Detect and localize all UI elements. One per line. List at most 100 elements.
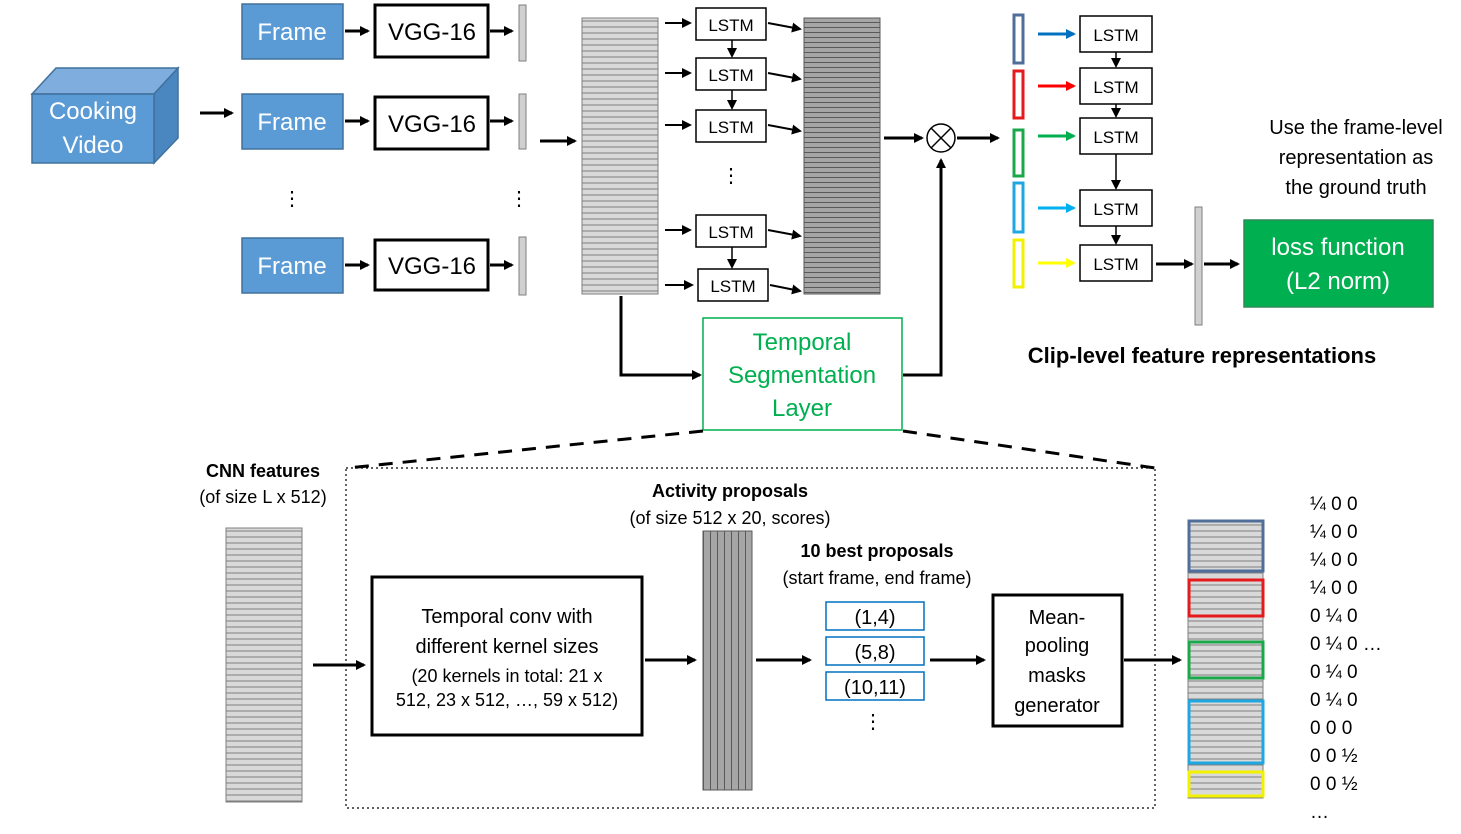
clip-mask-1 — [1187, 519, 1265, 573]
lstm-label: LSTM — [708, 16, 753, 35]
zoom-line-left — [347, 429, 704, 470]
clip-level-title: Clip-level feature representations — [1028, 343, 1376, 368]
clip-mask-4 — [1187, 699, 1265, 765]
lstm-ellipsis: ⋮ — [721, 165, 741, 187]
lstm-output-stack — [803, 17, 881, 295]
mask-value-row: 0 ¼ 0 — [1310, 662, 1358, 683]
lstm-label: LSTM — [708, 223, 753, 242]
lstm-cell — [695, 57, 767, 91]
cnn-feature-stack — [581, 17, 659, 295]
loss-label-1: loss function — [1271, 234, 1404, 261]
best-proposals-list: (1,4) (5,8) (10,11) ⋮ — [825, 601, 925, 733]
clip-lstm-label: LSTM — [1093, 78, 1138, 97]
frame-label: Frame — [257, 19, 326, 46]
arrow-out-lstm — [767, 22, 802, 33]
proposal-item: (5,8) — [854, 642, 895, 664]
mask-value-row: 0 ¼ 0 — [1310, 606, 1358, 627]
arrow-out-lstm — [767, 229, 802, 240]
frames-ellipsis: ⋮ — [282, 188, 302, 210]
mean-pooling-label-3: masks — [1028, 665, 1086, 687]
feature-vector — [518, 236, 527, 296]
frame-row-2: Frame VGG-16 — [241, 93, 527, 151]
clip-mask-2 — [1187, 578, 1265, 618]
mean-pooling-label-4: generator — [1014, 695, 1100, 717]
frame-row-3: Frame VGG-16 — [241, 236, 527, 296]
vgg16-label: VGG-16 — [388, 111, 476, 138]
clip-lstm-label: LSTM — [1093, 26, 1138, 45]
lstm-label: LSTM — [708, 118, 753, 137]
multiply-node — [926, 123, 956, 153]
arrow-out-lstm — [767, 124, 802, 135]
proposal-item: (1,4) — [854, 607, 895, 629]
temporal-conv-label-2: different kernel sizes — [415, 636, 598, 658]
activity-proposals-title: Activity proposals — [652, 481, 808, 501]
loss-label-2: (L2 norm) — [1286, 268, 1390, 295]
mask-value-row: 0 ¼ 0 — [1310, 690, 1358, 711]
cooking-video-label-2: Video — [63, 132, 124, 159]
frame-box — [241, 3, 344, 60]
lstm-label: LSTM — [710, 277, 755, 296]
mask-value-row: 0 ¼ 0 … — [1310, 634, 1382, 655]
lstm-cell — [695, 109, 767, 143]
clip-lstm-label: LSTM — [1093, 255, 1138, 274]
temporal-conv-label-1: Temporal conv with — [421, 606, 592, 628]
mask-value-row: 0 0 0 — [1310, 718, 1352, 739]
frame-label: Frame — [257, 253, 326, 280]
features-ellipsis: ⋮ — [509, 188, 529, 210]
clip-lstm-cell — [1079, 67, 1153, 105]
clip-mask-5 — [1187, 770, 1265, 798]
mask-value-row: ¼ 0 0 — [1310, 522, 1358, 543]
cnn-features-stack — [225, 527, 303, 803]
arrow-stack-to-tsl — [619, 296, 702, 380]
temporal-conv-box: Temporal conv with different kernel size… — [370, 575, 644, 737]
activity-proposals-subtitle: (of size 512 x 20, scores) — [629, 508, 830, 528]
activity-proposals-matrix — [702, 530, 753, 791]
lstm-label: LSTM — [708, 66, 753, 85]
lstm-cell — [695, 214, 767, 248]
arrow-out-lstm — [767, 72, 802, 83]
frame-row-1: Frame VGG-16 — [241, 3, 527, 62]
cnn-features-subtitle: (of size L x 512) — [199, 487, 326, 507]
temporal-segmentation-layer: Temporal Segmentation Layer — [702, 317, 903, 431]
ground-truth-note-3: the ground truth — [1285, 177, 1426, 199]
lstm-cell — [695, 7, 767, 41]
mask-value-row: 0 0 ½ — [1310, 774, 1358, 795]
zoom-line-right — [902, 429, 1156, 470]
arrow-out-lstm — [769, 284, 802, 295]
clip-feature-vector — [1012, 238, 1025, 289]
tsl-label-3: Layer — [772, 395, 832, 422]
lstm-column: LSTM LSTM LSTM LSTM LSTM ⋮ — [665, 7, 802, 302]
vgg16-label: VGG-16 — [388, 253, 476, 280]
clip-level-section: LSTM LSTM LSTM LSTM LSTM — [1012, 13, 1153, 289]
mask-values: ¼ 0 0¼ 0 0¼ 0 0¼ 0 00 ¼ 00 ¼ 0 …0 ¼ 00 ¼… — [1310, 494, 1382, 823]
mask-value-row: … — [1310, 802, 1329, 823]
cooking-video-label-1: Cooking — [49, 98, 137, 125]
clip-feature-vector — [1012, 13, 1025, 65]
mask-value-row: 0 0 ½ — [1310, 746, 1358, 767]
clip-feature-vector — [1012, 128, 1025, 178]
feature-vector — [518, 93, 527, 150]
vgg16-box — [373, 95, 490, 151]
mean-pooling-label-1: Mean- — [1029, 607, 1086, 629]
lstm-cell — [697, 268, 769, 302]
best-proposals-subtitle: (start frame, end frame) — [782, 568, 971, 588]
vgg16-box — [373, 238, 490, 292]
best-proposals-title: 10 best proposals — [800, 541, 953, 561]
mean-pooling-generator: Mean- pooling masks generator — [991, 593, 1124, 728]
proposal-ellipsis: ⋮ — [863, 711, 883, 733]
arrow-tsl-to-multiply — [903, 158, 946, 377]
mask-value-row: ¼ 0 0 — [1310, 550, 1358, 571]
frame-label: Frame — [257, 109, 326, 136]
clip-lstm-label: LSTM — [1093, 128, 1138, 147]
tsl-label-2: Segmentation — [728, 362, 876, 389]
frame-box — [241, 93, 344, 150]
cnn-features-title: CNN features — [206, 461, 320, 481]
frame-box — [241, 237, 344, 294]
clip-feature-vector — [1012, 181, 1025, 234]
loss-function-box: loss function (L2 norm) — [1243, 219, 1434, 308]
clip-lstm-cell — [1079, 244, 1153, 282]
clip-lstm-label: LSTM — [1093, 200, 1138, 219]
clip-output-vector — [1194, 206, 1203, 326]
clip-feature-vector — [1012, 69, 1025, 120]
